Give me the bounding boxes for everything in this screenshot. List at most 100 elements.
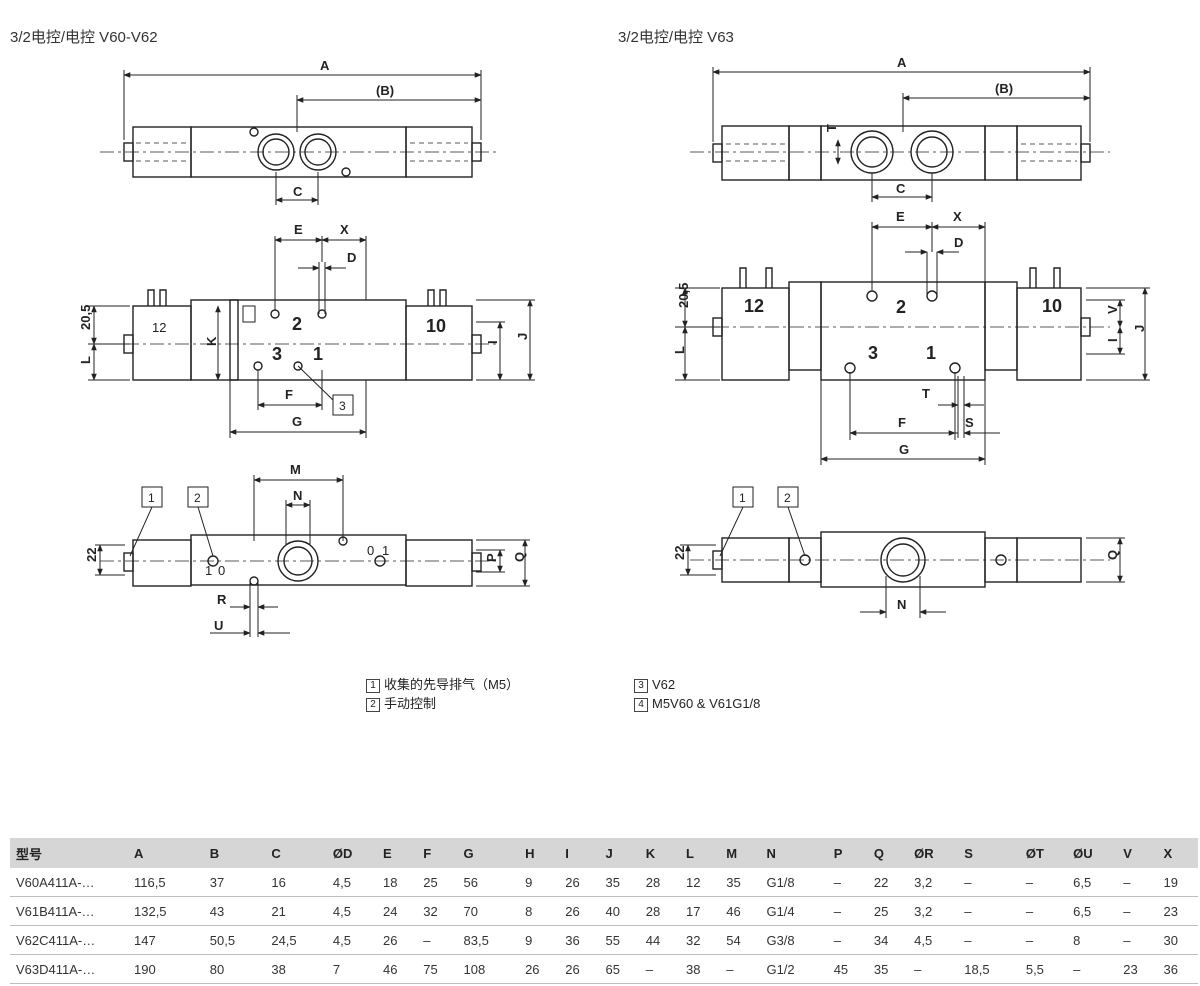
dim-l-label: L xyxy=(78,356,93,364)
table-cell: 45 xyxy=(827,954,868,984)
table-cell: 38 xyxy=(680,954,721,984)
table-cell: 46 xyxy=(377,954,418,984)
position-0-left: 0 xyxy=(218,563,225,578)
table-cell: – xyxy=(958,896,1020,926)
table-cell: – xyxy=(1019,925,1068,955)
table-cell: 5,5 xyxy=(1019,954,1068,984)
table-cell: 28 xyxy=(639,896,680,926)
table-cell: 65 xyxy=(599,954,640,984)
dim-t-top-label: T xyxy=(824,124,839,132)
table-cell: 50,5 xyxy=(203,925,266,955)
table-cell: 30 xyxy=(1157,925,1198,955)
table-cell: 26 xyxy=(559,896,600,926)
dim-a-label: A xyxy=(320,58,330,73)
table-cell: 80 xyxy=(203,954,266,984)
table-cell: G1/2 xyxy=(760,954,828,984)
table-cell: 12 xyxy=(680,868,721,897)
table-cell: 8 xyxy=(519,896,560,926)
right-section-title: 3/2电控/电控 V63 xyxy=(618,29,734,46)
left-top-dimensions xyxy=(123,70,482,205)
table-cell: – xyxy=(827,925,868,955)
column-header: K xyxy=(639,838,680,868)
table-cell: 190 xyxy=(128,954,204,984)
dim-e-label: E xyxy=(294,222,303,237)
technical-drawing: 3/2电控/电控 V60-V62 3/2电控/电控 V63 A (B) C xyxy=(10,29,1150,637)
table-cell: 55 xyxy=(599,925,640,955)
table-cell: 23 xyxy=(1117,954,1158,984)
dim-c-label: C xyxy=(293,184,303,199)
table-cell: 26 xyxy=(377,925,418,955)
table-cell: G3/8 xyxy=(760,925,828,955)
dim-e-label-v63: E xyxy=(896,209,905,224)
model-cell: V61B411A-… xyxy=(10,896,128,926)
column-header: 型号 xyxy=(10,838,128,868)
table-cell: 83,5 xyxy=(457,925,520,955)
dim-b-label-v63: (B) xyxy=(995,81,1013,96)
table-cell: 25 xyxy=(417,868,458,897)
column-header: ØR xyxy=(908,838,959,868)
legend-number: 2 xyxy=(366,697,380,712)
table-cell: 44 xyxy=(639,925,680,955)
dim-k-label: K xyxy=(204,336,219,346)
callout-4-box xyxy=(242,305,256,323)
dim-s-label: S xyxy=(965,415,974,430)
table-cell: 35 xyxy=(720,868,761,897)
dim-20-label: 20,5 xyxy=(78,305,93,330)
dim-g-label: G xyxy=(292,414,302,429)
position-1-right: 1 xyxy=(382,543,389,558)
table-cell: – xyxy=(1117,896,1158,926)
table-cell: – xyxy=(1067,954,1118,984)
table-cell: 24,5 xyxy=(265,925,327,955)
right-bottom-view xyxy=(690,531,1110,588)
table-cell: – xyxy=(958,868,1020,897)
table-cell: 3,2 xyxy=(908,868,959,897)
column-header: Q xyxy=(867,838,909,868)
dim-m-label: M xyxy=(290,462,301,477)
table-cell: 34 xyxy=(867,925,909,955)
table-cell: 43 xyxy=(203,896,266,926)
table-cell: 32 xyxy=(680,925,721,955)
right-front-dimensions xyxy=(675,222,1150,465)
column-header: H xyxy=(519,838,560,868)
port-10-label: 10 xyxy=(426,316,446,336)
callout-1-left: 1 xyxy=(148,491,155,505)
right-top-dimensions xyxy=(712,67,1091,202)
table-cell: – xyxy=(639,954,680,984)
legend-text: V62 xyxy=(652,677,676,692)
table-cell: – xyxy=(827,868,868,897)
right-top-view xyxy=(690,125,1110,181)
dim-d-label-v63: D xyxy=(954,235,963,250)
table-cell: – xyxy=(958,925,1020,955)
dim-22-label-v63: 22 xyxy=(672,546,687,560)
table-cell: G1/4 xyxy=(760,896,828,926)
dim-x-label: X xyxy=(340,222,349,237)
left-bottom-dimensions xyxy=(95,475,530,636)
column-header: E xyxy=(377,838,418,868)
table-cell: 9 xyxy=(519,925,560,955)
right-bottom-dimensions xyxy=(680,486,1125,618)
table-cell: 46 xyxy=(720,896,761,926)
table-cell: – xyxy=(1019,868,1068,897)
left-front-dimensions xyxy=(88,236,535,438)
table-cell: 26 xyxy=(559,954,600,984)
column-header: I xyxy=(559,838,600,868)
table-cell: – xyxy=(1019,896,1068,926)
port-2-label-v63: 2 xyxy=(896,297,906,317)
table-cell: – xyxy=(720,954,761,984)
dim-i-label: I xyxy=(485,340,500,344)
column-header: C xyxy=(265,838,327,868)
table-cell: 17 xyxy=(680,896,721,926)
table-cell: 18,5 xyxy=(958,954,1020,984)
table-cell: 36 xyxy=(559,925,600,955)
position-1-left: 1 xyxy=(205,563,212,578)
column-header: A xyxy=(128,838,204,868)
dim-f-label-v63: F xyxy=(898,415,906,430)
dim-t-label: T xyxy=(922,386,930,401)
legend-number: 4 xyxy=(634,697,648,712)
dim-r-label: R xyxy=(217,592,227,607)
